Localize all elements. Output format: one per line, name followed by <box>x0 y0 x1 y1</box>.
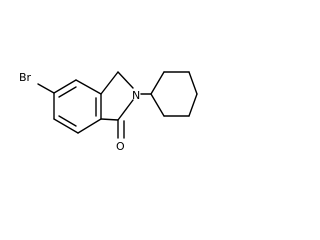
bond-ring-1 <box>53 79 77 94</box>
bond-c-br <box>37 83 55 94</box>
atom-label-o: O <box>116 140 125 153</box>
bond-ring-4 <box>77 118 102 134</box>
bond-ring-5 <box>53 118 79 134</box>
bond-cy-4 <box>188 93 198 117</box>
atom-label-n: N <box>132 89 140 102</box>
bond-cy-6 <box>150 93 165 117</box>
bond-aromatic-3 <box>58 115 77 127</box>
bond-n-co <box>117 99 134 121</box>
structure-svg: Br N O <box>19 71 198 153</box>
bond-aromatic-1 <box>58 86 77 98</box>
molecule-drawing: Br N O <box>19 71 198 153</box>
bond-ch2-n <box>117 71 134 89</box>
atom-label-br: Br <box>19 71 32 84</box>
bond-cy-3 <box>188 71 198 95</box>
bond-ring-ch2 <box>100 71 119 95</box>
bond-co-ring <box>100 118 119 121</box>
bond-ring-2 <box>75 79 102 95</box>
bond-cy-1 <box>150 71 165 95</box>
